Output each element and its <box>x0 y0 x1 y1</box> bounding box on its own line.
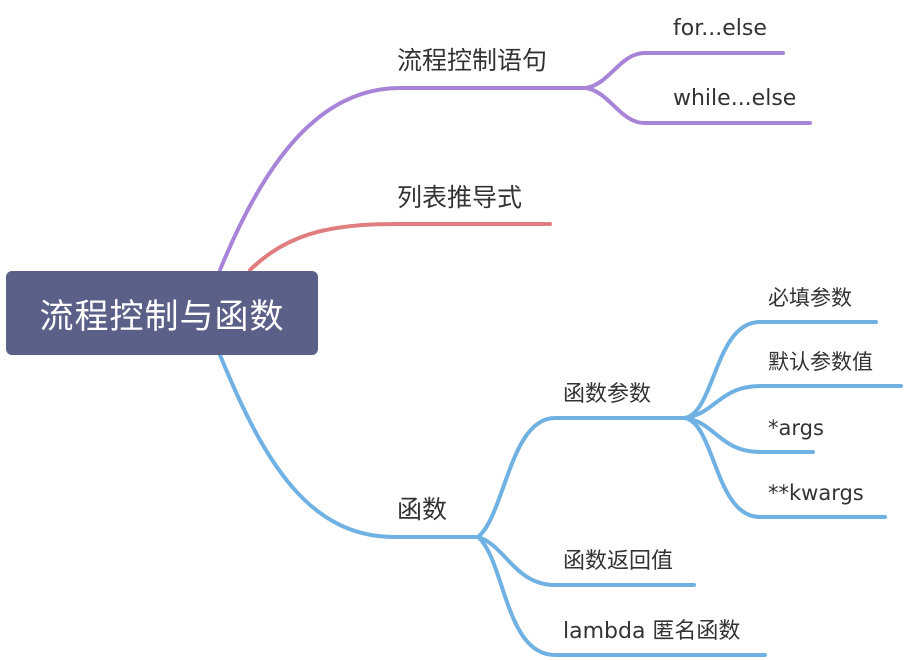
node-param-args[interactable]: *args <box>768 416 824 440</box>
edge-params-required <box>683 320 878 420</box>
node-function-lambda[interactable]: lambda 匿名函数 <box>563 619 741 644</box>
edge-function-lambda <box>476 535 767 657</box>
edge-params-default <box>683 384 903 420</box>
edge-function-return <box>476 535 696 587</box>
edge-root-function <box>218 353 480 539</box>
node-function-params[interactable]: 函数参数 <box>563 382 652 407</box>
edge-root-list-comprehension <box>248 222 552 272</box>
node-while-else[interactable]: while...else <box>673 86 797 111</box>
root-node-label: 流程控制与函数 <box>39 296 285 337</box>
node-list-comprehension[interactable]: 列表推导式 <box>397 183 523 212</box>
edge-params-kwargs <box>683 416 887 519</box>
edge-params-args <box>683 416 815 454</box>
edge-root-flow-control <box>218 86 588 272</box>
edge-flow-for-else <box>584 51 785 90</box>
edge-function-params <box>476 416 687 539</box>
node-param-default[interactable]: 默认参数值 <box>768 350 873 374</box>
node-flow-control[interactable]: 流程控制语句 <box>397 46 548 75</box>
node-param-kwargs[interactable]: **kwargs <box>768 481 864 505</box>
node-for-else[interactable]: for...else <box>673 16 767 41</box>
root-node[interactable]: 流程控制与函数 <box>6 271 318 355</box>
node-param-required[interactable]: 必填参数 <box>768 286 852 310</box>
node-function-return[interactable]: 函数返回值 <box>563 549 674 574</box>
edge-flow-while-else <box>584 86 812 125</box>
node-function[interactable]: 函数 <box>397 495 448 524</box>
